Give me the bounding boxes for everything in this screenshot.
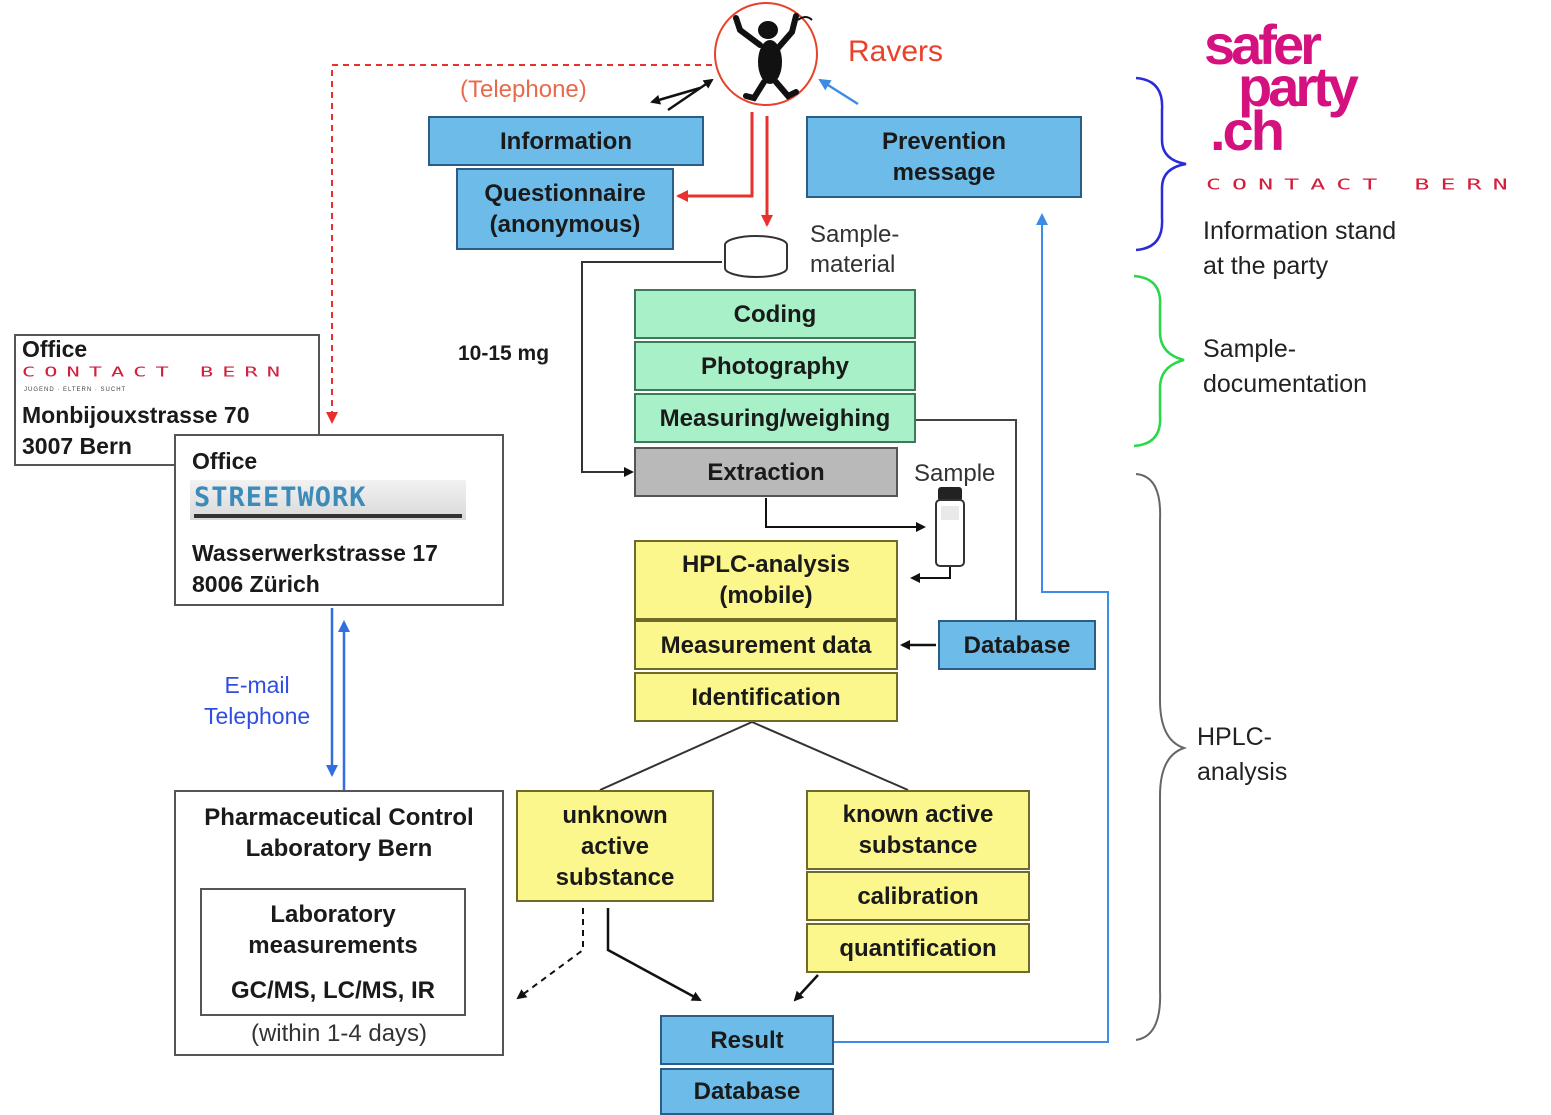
prevention-label: Prevention bbox=[881, 128, 1007, 155]
saferparty-logo-line-1: safer bbox=[1204, 13, 1322, 76]
information-box: Information bbox=[428, 116, 704, 166]
questionnaire-sub-label: (anonymous) bbox=[489, 211, 641, 238]
lab-measurements-box: Laboratory measurements GC/MS, LC/MS, IR bbox=[200, 888, 466, 1016]
measuring-to-database-line bbox=[914, 419, 1017, 620]
known-line-2: substance bbox=[858, 832, 978, 859]
quantification-label: quantification bbox=[839, 934, 997, 962]
office-bern-city: 3007 Bern bbox=[22, 433, 132, 459]
lab-duration: (within 1-4 days) bbox=[250, 1020, 428, 1047]
information-stand-label: Information stand at the party bbox=[1203, 217, 1397, 280]
hplc-analysis-brace-label: HPLC- analysis bbox=[1197, 723, 1288, 786]
telephone-dashed-line bbox=[326, 64, 712, 424]
telephone-arrow-in bbox=[667, 78, 714, 112]
unknown-to-lab-dashed-arrow bbox=[516, 908, 584, 1000]
unknown-line-3: substance bbox=[555, 863, 675, 891]
quantification-box: quantification bbox=[806, 923, 1030, 973]
lab-box: Pharmaceutical Control Laboratory Bern L… bbox=[174, 790, 504, 1056]
questionnaire-box: Questionnaire (anonymous) bbox=[456, 168, 674, 250]
lab-methods: GC/MS, LC/MS, IR bbox=[231, 976, 435, 1004]
telephone-label: (Telephone) bbox=[460, 76, 587, 103]
prevention-sub-label: message bbox=[892, 159, 996, 186]
office-zurich-card: Office STREETWORK Wasserwerkstrasse 17 8… bbox=[174, 434, 504, 606]
identification-box: Identification bbox=[634, 672, 898, 722]
brace-information-stand bbox=[1135, 76, 1187, 252]
contact-channel-label: E-mail Telephone bbox=[204, 672, 311, 729]
hplc-database-box: Database bbox=[938, 620, 1096, 670]
unknown-line-1: unknown bbox=[562, 801, 668, 829]
hplc-analysis-label: HPLC-analysis bbox=[681, 551, 851, 578]
brace-hplc-analysis bbox=[1135, 473, 1188, 1041]
photography-box: Photography bbox=[634, 341, 916, 391]
known-substance-box: known active substance bbox=[806, 790, 1030, 870]
office-bern-logo-tagline: JUGEND · ELTERN · SUCHT bbox=[24, 387, 127, 393]
unknown-line-2: active bbox=[580, 832, 650, 860]
identification-label: Identification bbox=[691, 683, 841, 711]
saferparty-logo-line-3: .ch bbox=[1210, 99, 1285, 162]
result-label: Result bbox=[710, 1026, 784, 1054]
office-bern-street: Monbijouxstrasse 70 bbox=[22, 402, 250, 428]
result-database-box: Database bbox=[660, 1068, 834, 1115]
raver-figure-icon bbox=[714, 2, 818, 106]
sample-label: Sample bbox=[914, 460, 996, 487]
lab-measurements-line-2: measurements bbox=[248, 931, 418, 959]
calibration-box: calibration bbox=[806, 871, 1030, 921]
sample-documentation-label: Sample- documentation bbox=[1203, 335, 1368, 398]
ravers-to-questionnaire-arrow bbox=[676, 112, 754, 202]
contact-bern-logo: CONTACT BERN bbox=[1206, 175, 1519, 194]
measuring-label: Measuring/weighing bbox=[659, 404, 891, 432]
result-box: Result bbox=[660, 1015, 834, 1065]
branch-unknown-line bbox=[599, 721, 753, 791]
prevention-to-ravers-arrow bbox=[818, 78, 859, 106]
hplc-analysis-sub-label: (mobile) bbox=[719, 582, 813, 609]
calibration-label: calibration bbox=[857, 882, 979, 910]
sample-vial-icon bbox=[935, 487, 965, 567]
sample-material-label: Sample- material bbox=[810, 221, 900, 278]
measurement-data-box: Measurement data bbox=[634, 620, 898, 670]
office-bern-title: Office bbox=[22, 336, 88, 362]
office-zurich-title: Office bbox=[192, 448, 258, 474]
lab-title-line-1: Pharmaceutical Control bbox=[204, 804, 474, 831]
extraction-label: Extraction bbox=[707, 458, 825, 486]
hplc-database-label: Database bbox=[963, 631, 1071, 659]
lab-measurements-line-1: Laboratory bbox=[270, 900, 396, 928]
result-database-label: Database bbox=[693, 1078, 801, 1105]
photography-label: Photography bbox=[701, 352, 849, 380]
hplc-analysis-box: HPLC-analysis (mobile) bbox=[634, 540, 898, 620]
coding-box: Coding bbox=[634, 289, 916, 339]
unknown-substance-box: unknown active substance bbox=[516, 790, 714, 902]
prevention-message-box: Prevention message bbox=[806, 116, 1082, 198]
telephone-arrow-out bbox=[650, 86, 701, 105]
weight-label: 10-15 mg bbox=[458, 342, 550, 365]
quantification-to-result-arrow bbox=[793, 974, 819, 1002]
office-bern-logo: CONTACT BERN bbox=[22, 365, 289, 380]
office-zurich-street: Wasserwerkstrasse 17 bbox=[192, 540, 438, 566]
sample-material-icon bbox=[724, 235, 788, 278]
questionnaire-label: Questionnaire bbox=[484, 180, 646, 207]
vial-to-hplc-arrow bbox=[910, 566, 951, 583]
streetwork-logo: STREETWORK bbox=[190, 480, 466, 520]
lab-title-line-2: Laboratory Bern bbox=[245, 835, 433, 862]
branch-known-line bbox=[751, 721, 909, 791]
known-line-1: known active bbox=[842, 801, 994, 828]
result-to-prevention-line bbox=[834, 213, 1109, 1043]
office-zurich-city: 8006 Zürich bbox=[192, 571, 320, 597]
saferparty-logo-line-2: party bbox=[1238, 55, 1359, 118]
brace-sample-documentation bbox=[1133, 274, 1185, 448]
extraction-box: Extraction bbox=[634, 447, 898, 497]
saferparty-logo: safer party .ch bbox=[1204, 13, 1404, 170]
streetwork-underline bbox=[194, 514, 462, 518]
measurement-data-label: Measurement data bbox=[660, 631, 872, 659]
information-label: Information bbox=[500, 127, 632, 155]
ravers-label: Ravers bbox=[848, 35, 944, 68]
measuring-box: Measuring/weighing bbox=[634, 393, 916, 443]
unknown-to-result-arrow bbox=[606, 908, 702, 1002]
sample-to-extraction-line bbox=[581, 261, 722, 477]
streetwork-logo-text: STREETWORK bbox=[194, 482, 367, 513]
coding-label: Coding bbox=[733, 300, 817, 328]
extraction-to-vial-arrow bbox=[765, 498, 926, 532]
